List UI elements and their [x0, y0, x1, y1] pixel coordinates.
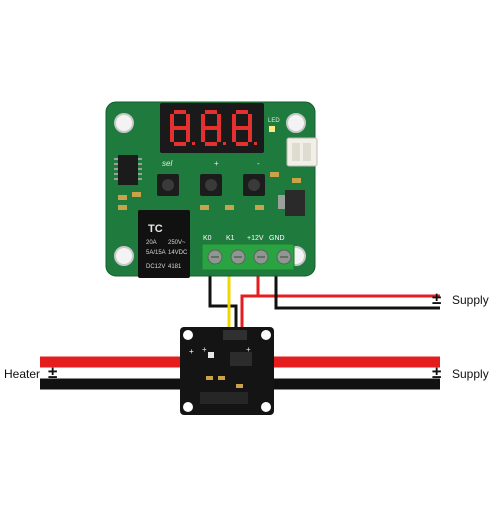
display-segment — [186, 114, 190, 128]
mcu-chip — [118, 155, 138, 185]
display-segment — [174, 126, 186, 130]
display-dot — [192, 142, 195, 145]
display-digits — [170, 110, 257, 146]
terminal-label: K0 — [203, 235, 212, 242]
mount-hole — [114, 246, 134, 266]
relay-marking: 4181 — [168, 264, 182, 270]
relay-marking: 5A/15A — [146, 250, 166, 256]
display-dot — [223, 142, 226, 145]
terminal-label: K1 — [226, 235, 235, 242]
sensor-connector — [286, 137, 318, 167]
display-segment — [232, 114, 236, 128]
display-segment — [170, 128, 174, 142]
terminal-labels: K0 K1 +12V GND — [203, 235, 285, 242]
svg-text:+: + — [214, 159, 219, 168]
display-digit — [201, 110, 226, 146]
display-segment — [174, 110, 186, 114]
mount-hole — [261, 330, 271, 340]
controller-board: LED sel + - — [105, 101, 318, 278]
mount-hole — [286, 113, 306, 133]
supply-label-top: Supply — [452, 293, 489, 307]
display-segment — [201, 128, 205, 142]
relay-marking: 14VDC — [168, 250, 188, 256]
terminal-label: +12V — [247, 235, 264, 242]
display-segment — [232, 128, 236, 142]
relay-marking: 20A — [146, 240, 157, 246]
led-label: LED — [268, 118, 280, 124]
mount-hole — [183, 402, 193, 412]
display-dot — [254, 142, 257, 145]
display-segment — [174, 142, 186, 146]
svg-text:+: + — [202, 345, 207, 354]
mount-hole — [261, 402, 271, 412]
svg-text:-: - — [257, 159, 260, 168]
display-segment — [205, 126, 217, 130]
display-digit — [170, 110, 195, 146]
svg-text:+: + — [189, 347, 194, 356]
wire-red-control — [240, 294, 258, 336]
mount-hole — [114, 113, 134, 133]
relay-marking: DC12V — [146, 264, 165, 270]
relay — [138, 210, 190, 278]
display-segment — [236, 110, 248, 114]
plus-minus-symbol: ± — [432, 289, 442, 308]
svg-text:+: + — [246, 345, 251, 354]
display-segment — [205, 142, 217, 146]
display-digit — [232, 110, 257, 146]
display-segment — [201, 114, 205, 128]
mosfet-chip — [230, 352, 252, 366]
wire-black-supply-top — [274, 262, 440, 310]
button-set — [157, 174, 265, 196]
plus-minus-symbol: ± — [432, 363, 442, 382]
display-segment — [217, 114, 221, 128]
terminal-screws — [207, 249, 292, 265]
voltage-regulator — [285, 190, 305, 216]
display-segment — [236, 126, 248, 130]
heater-label: Heater — [4, 367, 41, 381]
led-indicator — [269, 126, 275, 132]
relay-marking: 250V~ — [168, 240, 186, 246]
plus-minus-symbol: ± — [48, 363, 58, 382]
display-segment — [217, 128, 221, 142]
relay-brand: TC — [148, 223, 163, 235]
display-segment — [248, 128, 252, 142]
display-segment — [236, 142, 248, 146]
display-segment — [205, 110, 217, 114]
terminal-label: GND — [269, 235, 285, 242]
display-segment — [186, 128, 190, 142]
sel-label: sel — [162, 159, 172, 168]
supply-label-bottom: Supply — [452, 367, 489, 381]
mount-hole — [183, 330, 193, 340]
mosfet-board: + + — [180, 327, 274, 415]
display-segment — [170, 114, 174, 128]
wire-black-control — [208, 262, 238, 336]
display-segment — [248, 114, 252, 128]
